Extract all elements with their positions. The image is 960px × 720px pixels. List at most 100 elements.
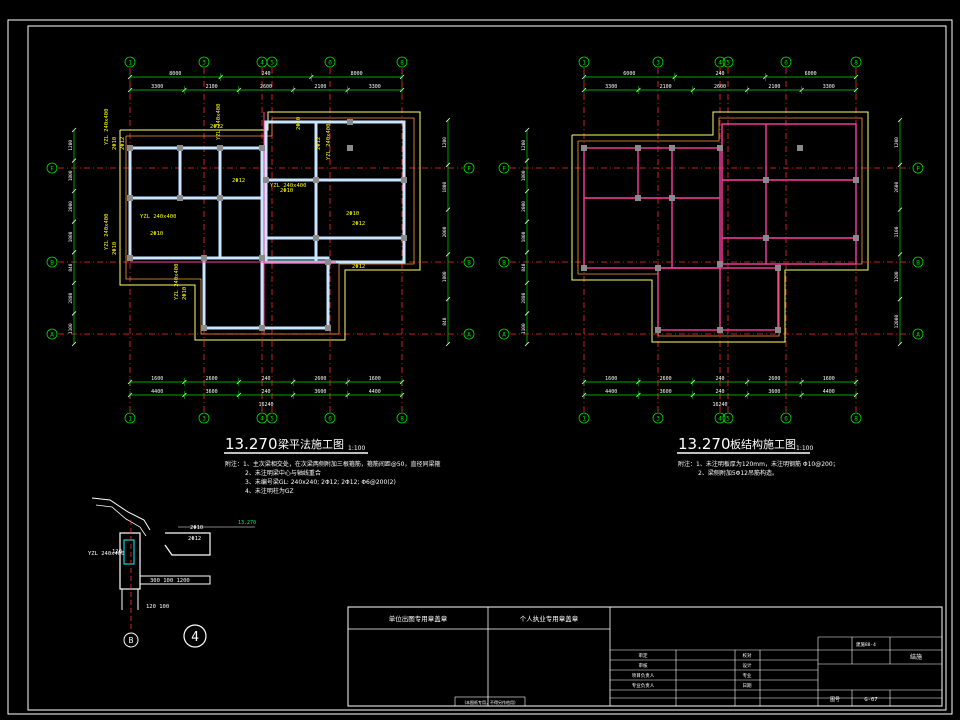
dim-text: 2100 [314,84,326,90]
vdim-tick [524,311,530,316]
dim-text: 4400 [823,389,835,395]
dim-text: 240 [715,71,724,77]
column [259,255,265,261]
title-block-frame [347,606,943,707]
vdim-tick [71,158,77,163]
dim-text: 4400 [151,389,163,395]
axis-bubble-label: A [50,332,54,339]
tb-role-mid: 设计 [743,662,752,669]
axis-bubble-label: 4 [718,416,722,423]
right-title-group: 13.270 板结构施工图 1:100 附注：1、未注明板厚为120mm，未注明… [677,435,839,477]
left-plan-title-text: 梁平法施工图 [278,437,344,451]
axis-bubble-label: 1 [582,416,586,423]
dim-text: 2100 [768,84,780,90]
column [401,177,407,183]
vdim-tick [445,296,451,302]
axis-bubble [463,328,475,340]
vdim-tick [897,207,903,212]
dim-text: 2600 [314,376,326,382]
axis-bubble-label: 5 [726,416,730,423]
dim-text: 1600 [151,376,163,382]
right-axis-grid [510,68,912,412]
title-block[interactable]: 单位出图专用章盖章 个人执业专用章盖章 审定审核项目负责人专业负责人校对设计专业… [347,606,943,707]
dim-total: 16240 [258,402,273,408]
vdim-text: 2600 [894,181,900,192]
detail-text: 120 100 [146,604,169,610]
axis-bubble-label: A [916,332,920,339]
axis-bubble [396,56,408,68]
column [263,177,269,183]
axis-bubble [124,56,136,68]
axis-bubble [46,256,58,268]
column [635,145,641,151]
column [797,145,803,151]
right-plan-notes: 附注：1、未注明板厚为120mm，未注明钢筋 Φ10@200；2、梁侧附加5Φ1… [678,460,839,477]
vdim-tick [71,341,77,347]
axis-bubble-label: 4 [260,60,264,67]
column [775,327,781,333]
column [259,325,265,331]
column [217,145,223,151]
axis-bubble-label: 4 [260,416,264,423]
right-columns [581,145,859,333]
axis-bubble [198,56,210,68]
detail-rebar-cage [123,539,135,565]
left-plan-scale: 1:100 [348,445,365,452]
axis-bubble [850,56,862,68]
dim-text: 1600 [605,376,617,382]
dim-text: 1600 [823,376,835,382]
axis-bubble-label: 3 [202,60,206,67]
axis-bubble [266,412,278,424]
beam-annotation: 2Φ10 [346,211,359,217]
column [763,235,769,241]
tb-header-right: 个人执业专用章盖章 [520,614,579,623]
dim-text: 240 [261,376,270,382]
dim-text: 3600 [768,389,780,395]
column [325,325,331,331]
vdim-text: 1800 [68,170,74,181]
vdim-tick [897,296,903,302]
axis-bubble [46,162,58,174]
right-plan-title-text: 板结构施工图 [730,437,796,451]
dim-text: 2600 [206,376,218,382]
beam-annotation: YZL 240x400 [104,214,110,250]
column [313,177,319,183]
tb-footer: (本图纸专用，不得另作他用) [464,699,516,705]
axis-bubble-label: 1 [582,60,586,67]
plan-note: 3、未编号梁GL: 240x240; 2Φ12; 2Φ12; Φ6@200(2) [245,478,396,486]
vdim-text: 1800 [442,181,448,192]
left-walls [128,120,406,330]
axis-bubble-label: F [502,166,506,173]
vdim-text: 1200 [68,140,74,151]
axis-bubble-label: 6 [328,416,332,423]
vdim-text: 1800 [521,231,527,242]
right-slab-beams [583,123,857,331]
axis-bubble [463,256,475,268]
sheet-outer-border [7,19,953,715]
column [347,119,353,125]
plan-note: 附注：1、主次梁相交处，在次梁两侧附加三根箍筋，箍筋间距@50，直径同梁箍 [225,460,440,468]
vdim-tick [897,341,903,347]
vdim-text: 840 [442,317,448,325]
axis-bubble-label: F [50,166,54,173]
detail-text: 300 100 1200 [150,578,190,584]
detail-slab [139,575,211,585]
tb-footer-box [454,696,526,707]
vdim-text: 2000 [521,201,527,212]
left-plan-notes: 附注：1、主次梁相交处，在次梁两侧附加三根箍筋，箍筋间距@50，直径同梁箍2、未… [225,460,440,495]
column [201,255,207,261]
left-outline-inner [125,117,415,335]
axis-bubble-label: B [916,260,920,267]
detail-text: 2Φ10 [190,525,203,531]
vdim-text: 2880 [521,292,527,303]
vdim-tick [71,280,77,286]
axis-bubble [198,412,210,424]
beam-annotation: 2Φ12 [352,221,365,227]
vdim-tick [897,252,903,257]
